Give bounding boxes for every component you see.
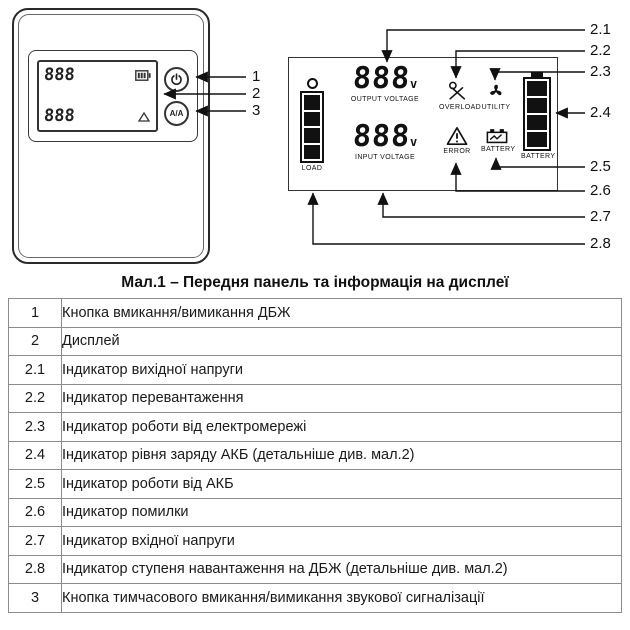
callout-2: 2 (252, 85, 261, 102)
table-row: 2.4 Індикатор рівня заряду АКБ (детальні… (8, 440, 622, 470)
table-row: 2 Дисплей (8, 326, 622, 356)
utility-label: UTILITY (481, 104, 511, 111)
load-indicator: LOAD (297, 78, 327, 172)
row-description: Індикатор помилки (61, 497, 622, 527)
row-description: Кнопка тимчасового вмикання/вимикання зв… (61, 583, 622, 613)
figure-caption: Мал.1 – Передня панель та інформація на … (121, 274, 509, 291)
callout-2-4: 2.4 (590, 104, 611, 121)
callout-lines (163, 29, 585, 245)
row-number: 1 (8, 298, 62, 328)
mini-warning-icon (137, 111, 151, 122)
row-number: 2.6 (8, 497, 62, 527)
table-row: 2.5 Індикатор роботи від АКБ (8, 469, 622, 499)
row-description: Кнопка вмикання/вимикання ДБЖ (61, 298, 622, 328)
battery-bars-icon (523, 77, 551, 151)
load-bars-icon (300, 91, 324, 163)
load-top-circle-icon (306, 78, 318, 89)
callout-2-6: 2.6 (590, 182, 611, 199)
row-number: 2.3 (8, 412, 62, 442)
row-number: 3 (8, 583, 62, 613)
input-voltage-indicator: 888v INPUT VOLTAGE (335, 119, 435, 161)
overload-label: OVERLOAD (439, 104, 482, 111)
mini-battery-icon (135, 70, 151, 81)
error-indicator: ERROR (437, 126, 477, 155)
callout-2-5: 2.5 (590, 158, 611, 175)
battery-small-icon (486, 129, 508, 144)
row-description: Індикатор роботи від електромережі (61, 412, 622, 442)
table-row: 2.7 Індикатор вхідної напруги (8, 526, 622, 556)
row-description: Індикатор вхідної напруги (61, 526, 622, 556)
row-number: 2 (8, 326, 62, 356)
row-number: 2.1 (8, 355, 62, 385)
legend-table: 1 Кнопка вмикання/вимикання ДБЖ 2 Диспле… (8, 298, 622, 613)
alarm-mute-button-label: A/A (169, 108, 184, 118)
table-row: 1 Кнопка вмикання/вимикання ДБЖ (8, 298, 622, 328)
row-number: 2.7 (8, 526, 62, 556)
ups-front-face (18, 14, 204, 258)
control-panel: 888 888 (28, 50, 198, 142)
ups-device: 888 888 (12, 8, 210, 264)
input-voltage-label: INPUT VOLTAGE (354, 154, 416, 161)
load-label: LOAD (301, 165, 323, 172)
callout-3: 3 (252, 102, 261, 119)
on-battery-indicator: BATTERY (481, 128, 516, 153)
table-row: 2.8 Індикатор ступеня навантаження на ДБ… (8, 554, 622, 584)
output-voltage-indicator: 888v OUTPUT VOLTAGE (335, 61, 435, 103)
row-description: Індикатор ступеня навантаження на ДБЖ (д… (61, 554, 622, 584)
row-description: Індикатор рівня заряду АКБ (детальніше д… (61, 440, 622, 470)
callout-2-3: 2.3 (590, 63, 611, 80)
row-number: 2.5 (8, 469, 62, 499)
row-description: Індикатор перевантаження (61, 383, 622, 413)
row-description: Дисплей (61, 326, 622, 356)
callout-2-1: 2.1 (590, 21, 611, 38)
power-icon (171, 72, 182, 85)
button-column: A/A (164, 66, 189, 126)
battery-cap (531, 72, 543, 77)
row-description: Індикатор вихідної напруги (61, 355, 622, 385)
overload-indicator: OVERLOAD (439, 80, 482, 111)
battery-level-indicator: BATTERY (521, 72, 556, 160)
table-row: 2.2 Індикатор перевантаження (8, 383, 622, 413)
battery-label: BATTERY (521, 153, 556, 160)
table-row: 2.3 Індикатор роботи від електромережі (8, 412, 622, 442)
error-label: ERROR (443, 148, 471, 155)
callout-2-2: 2.2 (590, 42, 611, 59)
callout-2-8: 2.8 (590, 235, 611, 252)
figure-1: 888 888 (0, 0, 630, 274)
output-voltage-unit: v (409, 77, 418, 91)
device-lcd-display: 888 888 (37, 60, 158, 132)
row-number: 2.4 (8, 440, 62, 470)
table-row: 3 Кнопка тимчасового вмикання/вимикання … (8, 583, 622, 613)
row-number: 2.8 (8, 554, 62, 584)
callout-1: 1 (252, 68, 261, 85)
utility-fan-icon (490, 84, 502, 96)
error-warning-icon (446, 127, 468, 145)
row-description: Індикатор роботи від АКБ (61, 469, 622, 499)
output-voltage-label: OUTPUT VOLTAGE (350, 96, 420, 103)
utility-indicator: UTILITY (479, 80, 513, 111)
display-detail-diagram: LOAD 888v OUTPUT VOLTAGE 888v INPUT VOLT… (288, 57, 558, 191)
on-battery-label: BATTERY (481, 146, 516, 153)
alarm-mute-button: A/A (164, 100, 189, 126)
overload-icon (448, 81, 466, 100)
callout-2-7: 2.7 (590, 208, 611, 225)
table-row: 2.1 Індикатор вихідної напруги (8, 355, 622, 385)
row-number: 2.2 (8, 383, 62, 413)
input-voltage-unit: v (409, 135, 418, 149)
table-row: 2.6 Індикатор помилки (8, 497, 622, 527)
power-button (164, 66, 189, 92)
